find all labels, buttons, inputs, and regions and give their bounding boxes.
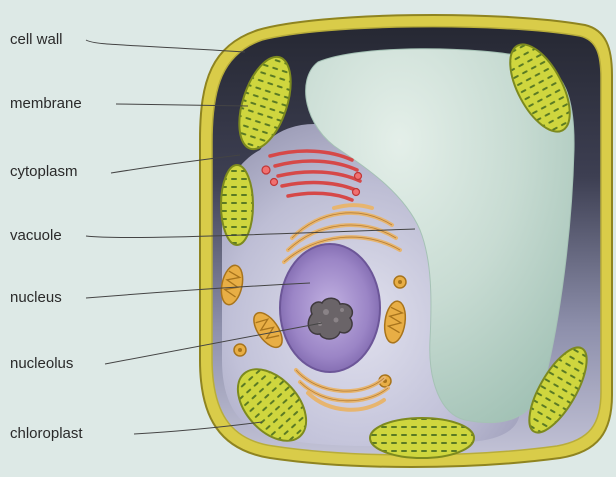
chloroplast (221, 165, 253, 245)
chloroplast (370, 418, 474, 458)
label-cell-wall: cell wall (10, 31, 63, 48)
label-vacuole: vacuole (10, 227, 62, 244)
label-membrane: membrane (10, 95, 82, 112)
label-chloroplast: chloroplast (10, 425, 83, 442)
label-cytoplasm: cytoplasm (10, 163, 78, 180)
nucleolus (308, 298, 352, 339)
labels: cell wall membrane cytoplasm vacuole nuc… (10, 31, 83, 442)
label-nucleus: nucleus (10, 289, 62, 306)
leader-cell-wall (86, 40, 245, 52)
label-nucleolus: nucleolus (10, 355, 73, 372)
